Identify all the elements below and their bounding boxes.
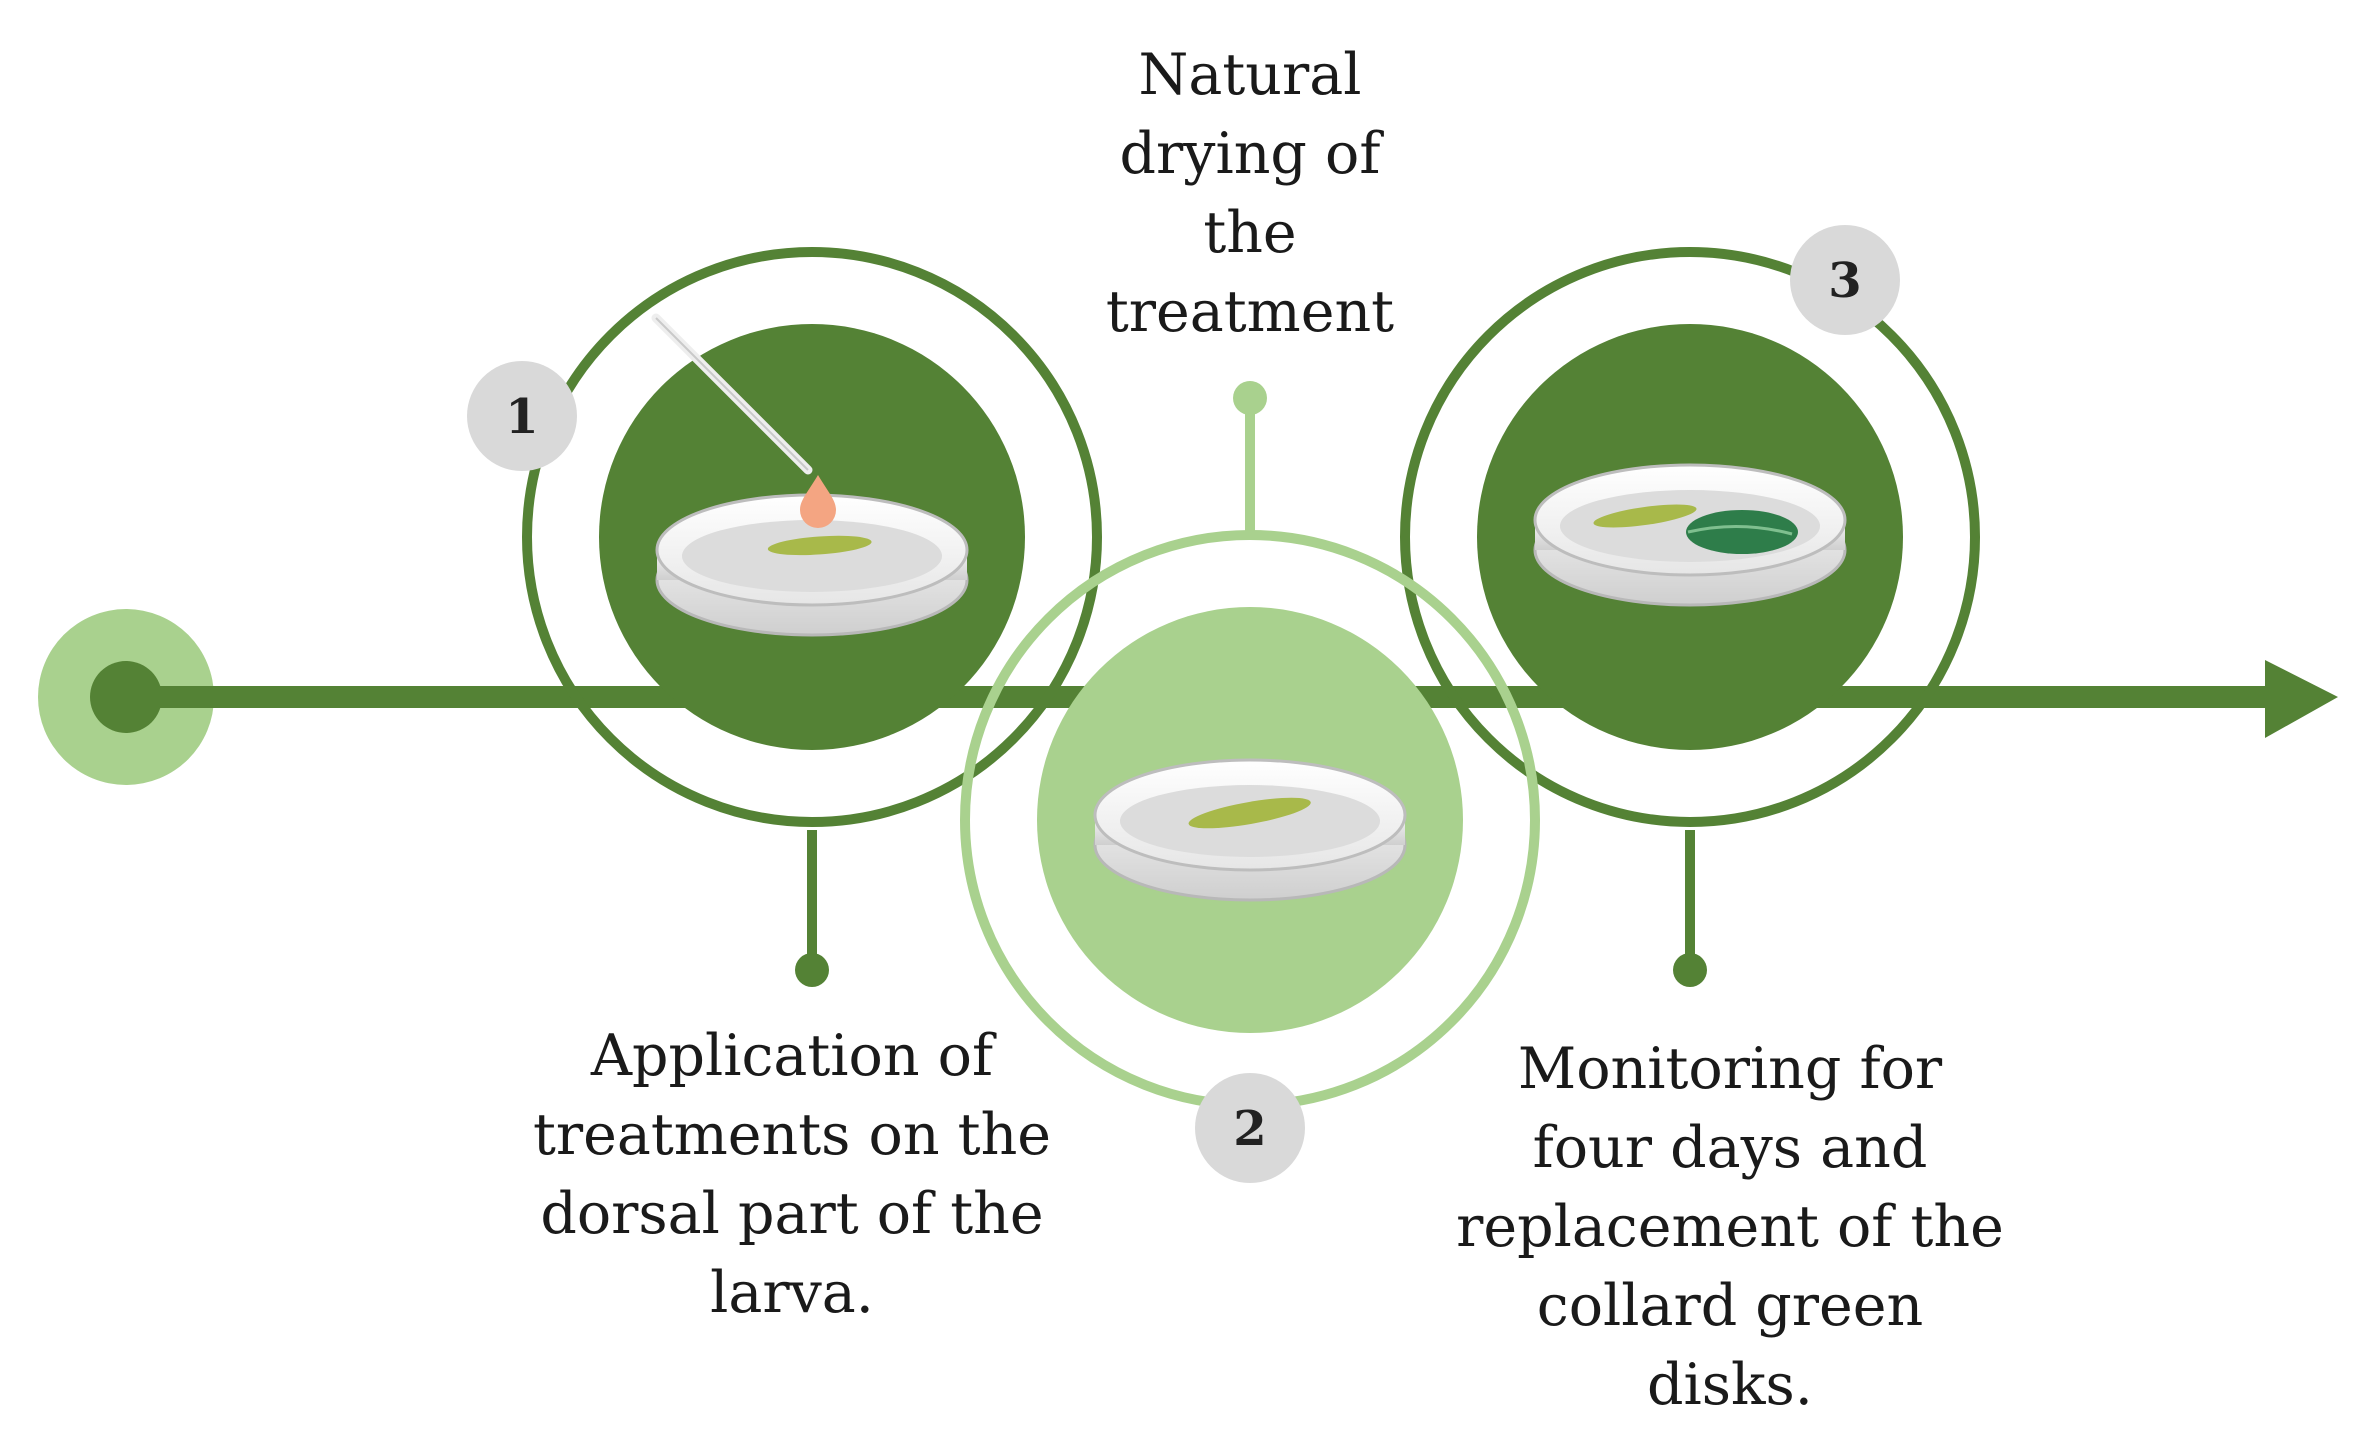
step-3-line-2: four days and: [1532, 1115, 1928, 1181]
step-2-node: 2: [960, 530, 1540, 1183]
step-3-number: 3: [1828, 253, 1861, 309]
step-3-node: 3: [1400, 225, 1980, 827]
step-2-badge: 2: [1195, 1073, 1305, 1183]
step-3-line-4: collard green: [1536, 1273, 1924, 1339]
step-1-line-1: Application of: [590, 1023, 994, 1089]
step-1-line-2: treatments on the: [532, 1102, 1052, 1168]
leaf-disk-icon: [1686, 510, 1798, 554]
drop-icon: [800, 475, 836, 528]
step-2-line-2: drying of: [1119, 121, 1381, 187]
step-1-connector: [795, 830, 829, 987]
petri-dish-icon: [1093, 758, 1407, 902]
step-3-connector: [1673, 830, 1707, 987]
step-3-line-1: Monitoring for: [1517, 1036, 1943, 1102]
larva-icon: [1188, 797, 1311, 829]
step-2-connector: [1233, 381, 1267, 540]
larva-icon: [767, 535, 872, 556]
step-2-line-3: the: [1203, 200, 1297, 266]
arrow-head-icon: [2265, 660, 2338, 738]
step-2-line-1: Natural: [1138, 42, 1362, 108]
step-3-badge: 3: [1790, 225, 1900, 335]
step-3-line-3: replacement of the: [1456, 1194, 2004, 1260]
step-1-badge: 1: [467, 361, 577, 471]
step-1-node: 1: [467, 247, 1102, 827]
step-2-description: Natural drying of the treatment: [1000, 36, 1500, 352]
step-1-line-4: larva.: [710, 1260, 874, 1326]
step-2-line-4: treatment: [1105, 279, 1395, 345]
petri-dish-icon: [1533, 463, 1847, 607]
step-1-description: Application of treatments on the dorsal …: [452, 1017, 1132, 1333]
step-2-number: 2: [1233, 1101, 1266, 1157]
pipette-icon: [651, 313, 813, 475]
petri-dish-icon: [655, 493, 969, 637]
step-3-line-5: disks.: [1647, 1352, 1813, 1418]
larva-icon: [1593, 504, 1697, 528]
step-3-description: Monitoring for four days and replacement…: [1380, 1030, 2080, 1425]
step-1-number: 1: [505, 389, 538, 445]
step-1-line-3: dorsal part of the: [540, 1181, 1044, 1247]
